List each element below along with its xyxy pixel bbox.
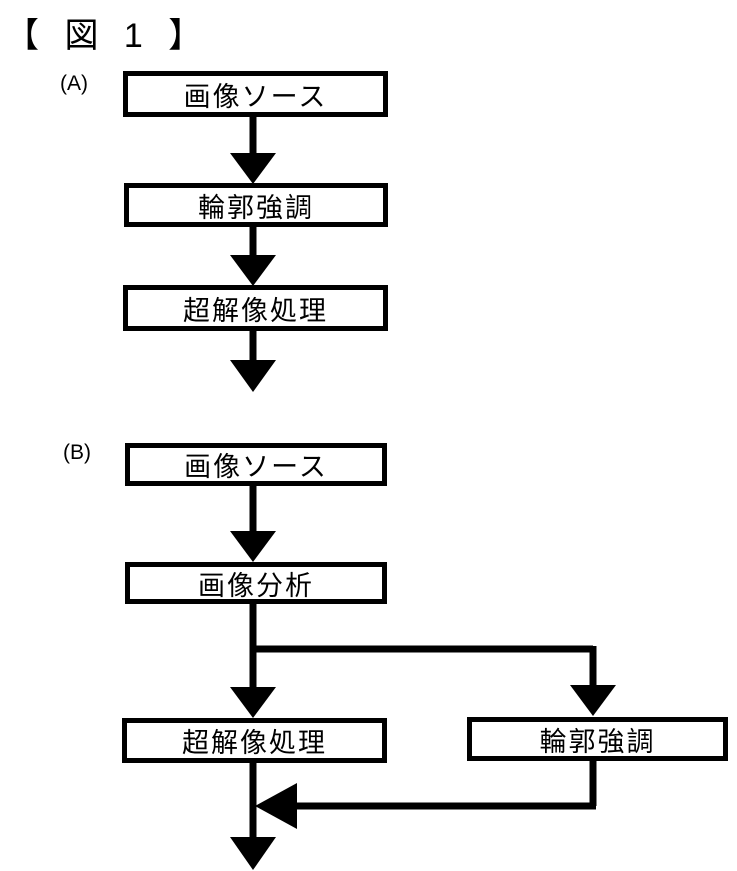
a-box-edge-enhancement-label: 輪郭強調 (198, 192, 314, 223)
arrowhead-b-merge-left (255, 783, 297, 829)
arrow-b-source-to-analysis-head (230, 531, 276, 562)
b-box-edge-enhancement-label: 輪郭強調 (539, 726, 656, 757)
section-b-label: (B) (63, 441, 91, 464)
b-box-super-resolution: 超解像処理 (122, 718, 387, 763)
b-box-edge-enhancement: 輪郭強調 (467, 717, 728, 761)
arrow-a-edge-to-sr-head (230, 255, 276, 286)
arrow-b-branch-to-edge-head (570, 685, 616, 716)
arrow-b-analysis-to-sr-head (230, 687, 276, 718)
b-box-image-source: 画像ソース (125, 443, 387, 486)
a-box-image-source: 画像ソース (123, 71, 388, 117)
figure-title: 【 図 1 】 (5, 17, 211, 55)
b-box-image-analysis-label: 画像分析 (198, 570, 314, 601)
arrow-a-source-to-edge-head (230, 153, 276, 184)
a-box-edge-enhancement: 輪郭強調 (124, 183, 388, 227)
a-box-super-resolution: 超解像処理 (123, 285, 388, 331)
arrow-a-output-head (230, 360, 276, 392)
arrow-b-output-head (230, 837, 276, 870)
section-a-label: (A) (60, 72, 88, 95)
b-box-super-resolution-label: 超解像処理 (182, 728, 327, 758)
b-box-image-analysis: 画像分析 (125, 562, 387, 604)
a-box-super-resolution-label: 超解像処理 (183, 295, 328, 326)
a-box-image-source-label: 画像ソース (183, 81, 328, 112)
b-box-image-source-label: 画像ソース (184, 452, 328, 482)
